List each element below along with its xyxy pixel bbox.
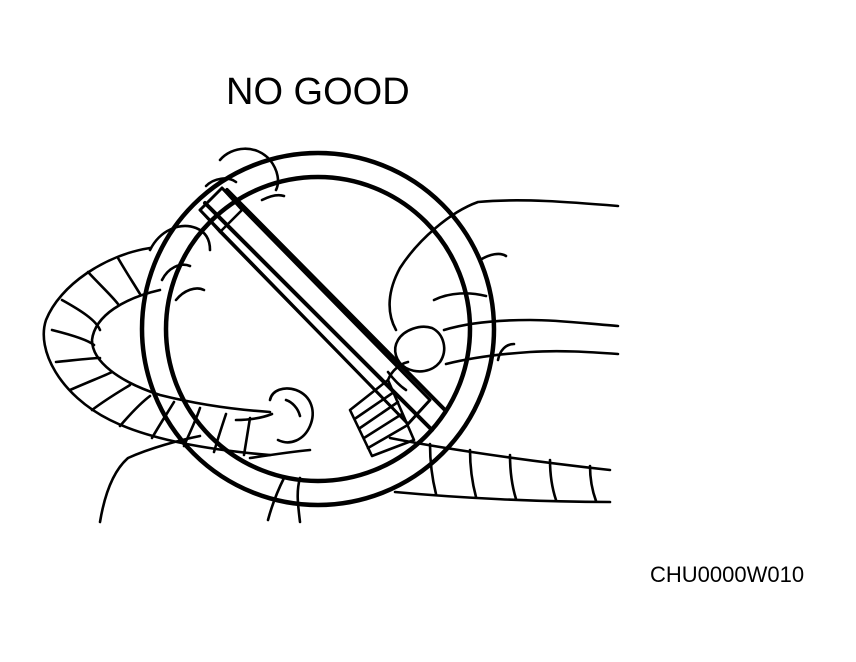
hose-drawing [42,246,612,504]
figure-code-label: CHU0000W010 [650,562,805,587]
right-hand-drawing [386,199,620,392]
no-good-caption: NO GOOD [226,71,410,113]
prohibition-sign-icon [139,150,497,508]
screwdriver-drawing [198,186,432,458]
